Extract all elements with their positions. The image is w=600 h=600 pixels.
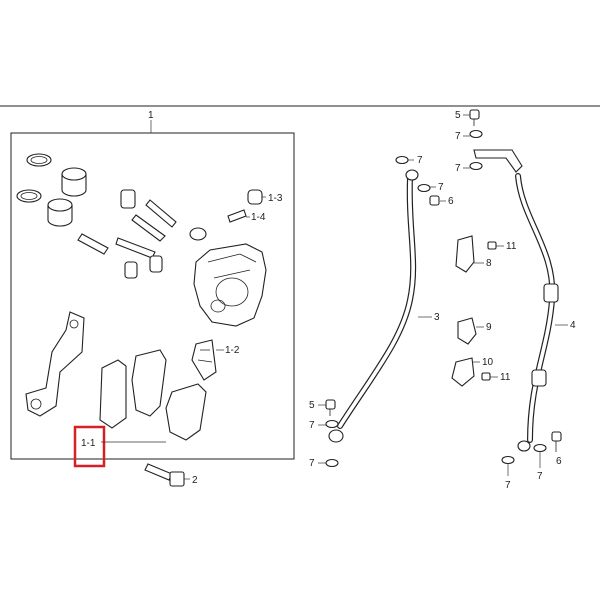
caliper-body bbox=[193, 243, 267, 327]
screw-11-upper bbox=[487, 241, 497, 250]
slide-pins bbox=[77, 189, 177, 279]
label-washer-7: 7 bbox=[537, 471, 543, 482]
piston-seal-rings bbox=[16, 153, 52, 203]
bolt-6-upper bbox=[429, 195, 440, 206]
bleeder-cap bbox=[247, 189, 266, 205]
label-washer-5: 7 bbox=[309, 420, 315, 431]
label-clamp-10: 10 bbox=[482, 357, 494, 368]
label-washer-6: 7 bbox=[309, 458, 315, 469]
caliper-bolt bbox=[144, 463, 185, 487]
screw-11-lower bbox=[481, 372, 491, 381]
washer-bottom-right-2 bbox=[501, 455, 515, 465]
brake-pad-right bbox=[165, 383, 207, 441]
label-bolt-6-top: 6 bbox=[448, 196, 454, 207]
banjo-bolt-bottom bbox=[325, 399, 336, 416]
brake-hose-right bbox=[473, 149, 559, 452]
label-clamp-8: 8 bbox=[486, 258, 492, 269]
label-washer-4: 7 bbox=[438, 182, 444, 193]
brake-hose-left bbox=[328, 169, 419, 443]
label-caliper-bolt: 2 bbox=[192, 475, 198, 486]
label-bolt-top: 5 bbox=[455, 110, 461, 121]
mounting-bracket bbox=[25, 311, 85, 417]
washer-bottom-left-2 bbox=[325, 458, 339, 468]
label-screw-11-top: 11 bbox=[506, 241, 517, 252]
hose-clamp-10 bbox=[451, 357, 475, 387]
label-washer-3: 7 bbox=[417, 155, 423, 166]
caliper-assembly-frame bbox=[10, 132, 295, 460]
label-washer-1: 7 bbox=[455, 131, 461, 142]
label-bleeder: 1-4 bbox=[251, 212, 266, 223]
bleeder-valve bbox=[227, 209, 250, 223]
hose-clamp-8 bbox=[455, 235, 475, 273]
label-washer-2: 7 bbox=[455, 163, 461, 174]
washer-bottom-left-1 bbox=[325, 419, 339, 429]
label-clamp-9: 9 bbox=[486, 322, 492, 333]
pistons bbox=[47, 167, 87, 227]
label-bolt-6-bottom: 6 bbox=[556, 456, 562, 467]
brake-pad-back bbox=[131, 349, 167, 417]
label-washer-8: 7 bbox=[505, 480, 511, 491]
label-piston-seal: 1-3 bbox=[268, 193, 283, 204]
highlight-box bbox=[73, 425, 106, 468]
washer-left-upper bbox=[395, 155, 409, 165]
label-main-assembly: 1 bbox=[148, 110, 154, 121]
washer-top-2 bbox=[469, 161, 483, 171]
hose-clamp-9 bbox=[457, 317, 477, 345]
boot-ring bbox=[189, 227, 207, 241]
brake-pad-left bbox=[99, 359, 127, 429]
washer-bottom-right-1 bbox=[533, 443, 547, 453]
label-screw-11-bottom: 11 bbox=[500, 372, 511, 383]
label-bolt-bottom: 5 bbox=[309, 400, 315, 411]
label-hose-left: 3 bbox=[434, 312, 440, 323]
washer-left-mid bbox=[417, 183, 431, 193]
pad-spring bbox=[191, 339, 217, 381]
bolt-6-lower bbox=[551, 431, 562, 452]
washer-top-1 bbox=[469, 129, 483, 139]
label-pad-set: 1-1 bbox=[81, 438, 96, 449]
label-pad-spring: 1-2 bbox=[225, 345, 240, 356]
label-hose-right: 4 bbox=[570, 320, 576, 331]
banjo-bolt-top bbox=[469, 109, 480, 126]
